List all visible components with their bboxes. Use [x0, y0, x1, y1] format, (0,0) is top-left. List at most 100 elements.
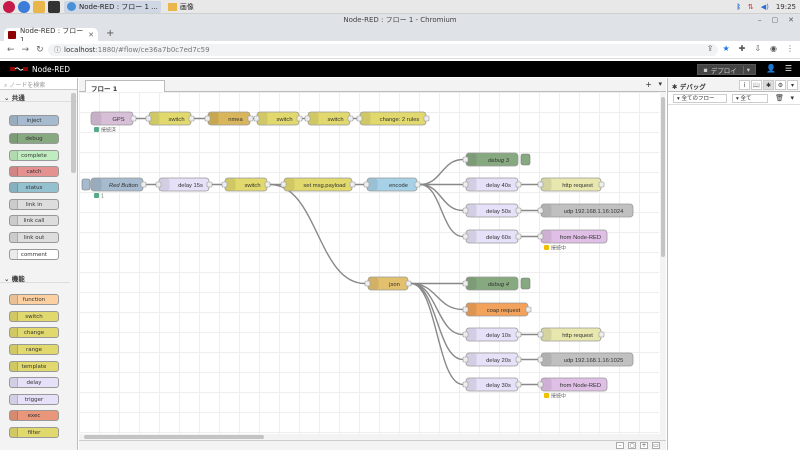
- close-tab-icon[interactable]: ✕: [88, 31, 94, 39]
- input-port[interactable]: [463, 157, 468, 162]
- flow-node-gps[interactable]: GPS: [91, 112, 136, 125]
- input-port[interactable]: [357, 116, 362, 121]
- input-port[interactable]: [305, 116, 310, 121]
- output-port[interactable]: [516, 208, 521, 213]
- input-port[interactable]: [254, 116, 259, 121]
- flow-node-dbg4[interactable]: debug 4: [463, 277, 530, 290]
- input-port[interactable]: [463, 182, 468, 187]
- input-port[interactable]: [538, 332, 543, 337]
- input-port[interactable]: [463, 332, 468, 337]
- flow-node-http2[interactable]: http request: [538, 328, 604, 341]
- clear-dropdown-icon[interactable]: ▾: [790, 94, 794, 102]
- input-port[interactable]: [463, 357, 468, 362]
- sidebar-menu-icon[interactable]: ▾: [787, 80, 798, 90]
- main-menu-icon[interactable]: ☰: [785, 64, 792, 73]
- palette-node-filter[interactable]: filter: [9, 427, 59, 438]
- input-port[interactable]: [222, 182, 227, 187]
- hscroll-thumb[interactable]: [84, 435, 264, 439]
- output-port[interactable]: [516, 357, 521, 362]
- add-flow-icon[interactable]: +: [645, 80, 652, 89]
- vscroll-thumb[interactable]: [661, 97, 665, 257]
- input-port[interactable]: [538, 234, 543, 239]
- output-port[interactable]: [248, 116, 253, 121]
- flow-node-sw4[interactable]: switch: [222, 178, 270, 191]
- clear-log-icon[interactable]: 🗑: [775, 94, 784, 102]
- input-port[interactable]: [146, 116, 151, 121]
- output-port[interactable]: [189, 116, 194, 121]
- palette-category-function[interactable]: ⌄ 機能: [0, 271, 70, 283]
- flow-node-d15[interactable]: delay 15s: [156, 178, 212, 191]
- palette-node-status[interactable]: status: [9, 182, 59, 193]
- wire-json-d20[interactable]: [411, 284, 463, 360]
- palette-node-link-out[interactable]: link out: [9, 232, 59, 243]
- input-port[interactable]: [463, 307, 468, 312]
- output-port[interactable]: [599, 332, 604, 337]
- minimize-icon[interactable]: –: [758, 14, 762, 26]
- flow-node-http1[interactable]: http request: [538, 178, 604, 191]
- palette-node-template[interactable]: template: [9, 361, 59, 372]
- flow-node-chg[interactable]: change: 2 rules: [357, 112, 429, 125]
- close-icon[interactable]: ✕: [788, 14, 794, 26]
- navigator-button[interactable]: ▭: [652, 442, 660, 449]
- input-port[interactable]: [463, 208, 468, 213]
- flow-diagram[interactable]: GPSswitchnmeaswitchswitchchange: 2 rules…: [79, 92, 659, 434]
- output-port[interactable]: [141, 182, 146, 187]
- browser-tab[interactable]: Node-RED : フロー 1 ✕: [4, 28, 98, 41]
- flow-node-enc[interactable]: encode: [364, 178, 420, 191]
- output-port[interactable]: [265, 182, 270, 187]
- flow-node-d50[interactable]: delay 50s: [463, 204, 521, 217]
- output-port[interactable]: [350, 182, 355, 187]
- taskbar-app-chromium[interactable]: Node-RED : フロー 1 ...: [64, 1, 161, 13]
- flow-node-sw3[interactable]: switch: [305, 112, 353, 125]
- workspace-vscrollbar[interactable]: [660, 92, 666, 434]
- network-off-icon[interactable]: ⇅: [748, 3, 754, 11]
- maximize-icon[interactable]: ▢: [772, 14, 779, 26]
- flow-node-coap[interactable]: coap request: [463, 303, 531, 316]
- palette-search[interactable]: ⌕ ノードを検索: [0, 78, 77, 90]
- downloads-icon[interactable]: ⇩: [754, 44, 761, 53]
- output-port[interactable]: [516, 332, 521, 337]
- wire-enc-d60[interactable]: [420, 185, 463, 237]
- input-port[interactable]: [281, 182, 286, 187]
- flow-node-from2[interactable]: from Node-RED: [538, 378, 607, 391]
- palette-node-debug[interactable]: debug: [9, 133, 59, 144]
- output-port[interactable]: [131, 116, 136, 121]
- palette-scrollbar[interactable]: [71, 93, 76, 173]
- palette-node-delay[interactable]: delay: [9, 377, 59, 388]
- info-icon[interactable]: ⓘ: [54, 46, 61, 54]
- flow-node-udp1[interactable]: udp 192.168.1.16:1024: [538, 204, 633, 217]
- flow-node-sw2[interactable]: switch: [254, 112, 302, 125]
- forward-icon[interactable]: →: [22, 45, 30, 55]
- palette-node-inject[interactable]: inject: [9, 115, 59, 126]
- output-port[interactable]: [424, 116, 429, 121]
- output-port[interactable]: [348, 116, 353, 121]
- output-port[interactable]: [415, 182, 420, 187]
- flow-list-icon[interactable]: ▾: [658, 80, 662, 88]
- debug-toggle-button[interactable]: [521, 278, 530, 289]
- output-port[interactable]: [516, 382, 521, 387]
- bluetooth-icon[interactable]: ᛒ: [737, 3, 741, 11]
- flow-node-d30[interactable]: delay 30s: [463, 378, 521, 391]
- zoom-reset-button[interactable]: ○: [628, 442, 636, 449]
- debug-toggle-button[interactable]: [521, 154, 530, 165]
- zoom-out-button[interactable]: –: [616, 442, 624, 449]
- output-port[interactable]: [599, 182, 604, 187]
- bookmark-star-icon[interactable]: ★: [722, 44, 729, 53]
- output-port[interactable]: [297, 116, 302, 121]
- input-port[interactable]: [538, 382, 543, 387]
- input-port[interactable]: [463, 382, 468, 387]
- terminal-icon[interactable]: [48, 1, 60, 13]
- flow-node-json[interactable]: json: [365, 277, 411, 290]
- debug-tab-icon[interactable]: ✱: [763, 80, 774, 90]
- input-port[interactable]: [538, 357, 543, 362]
- input-port[interactable]: [538, 182, 543, 187]
- inject-trigger-button[interactable]: [82, 179, 90, 190]
- palette-category-common[interactable]: ⌄ 共通: [0, 90, 77, 102]
- palette-node-exec[interactable]: exec: [9, 410, 59, 421]
- deploy-button[interactable]: ▪ デプロイ ▾: [697, 64, 756, 75]
- wire-enc-d50[interactable]: [420, 185, 463, 211]
- info-icon[interactable]: i: [739, 80, 750, 90]
- workspace-canvas[interactable]: GPSswitchnmeaswitchswitchchange: 2 rules…: [79, 92, 659, 434]
- input-port[interactable]: [365, 281, 370, 286]
- flow-node-d60[interactable]: delay 60s: [463, 230, 521, 243]
